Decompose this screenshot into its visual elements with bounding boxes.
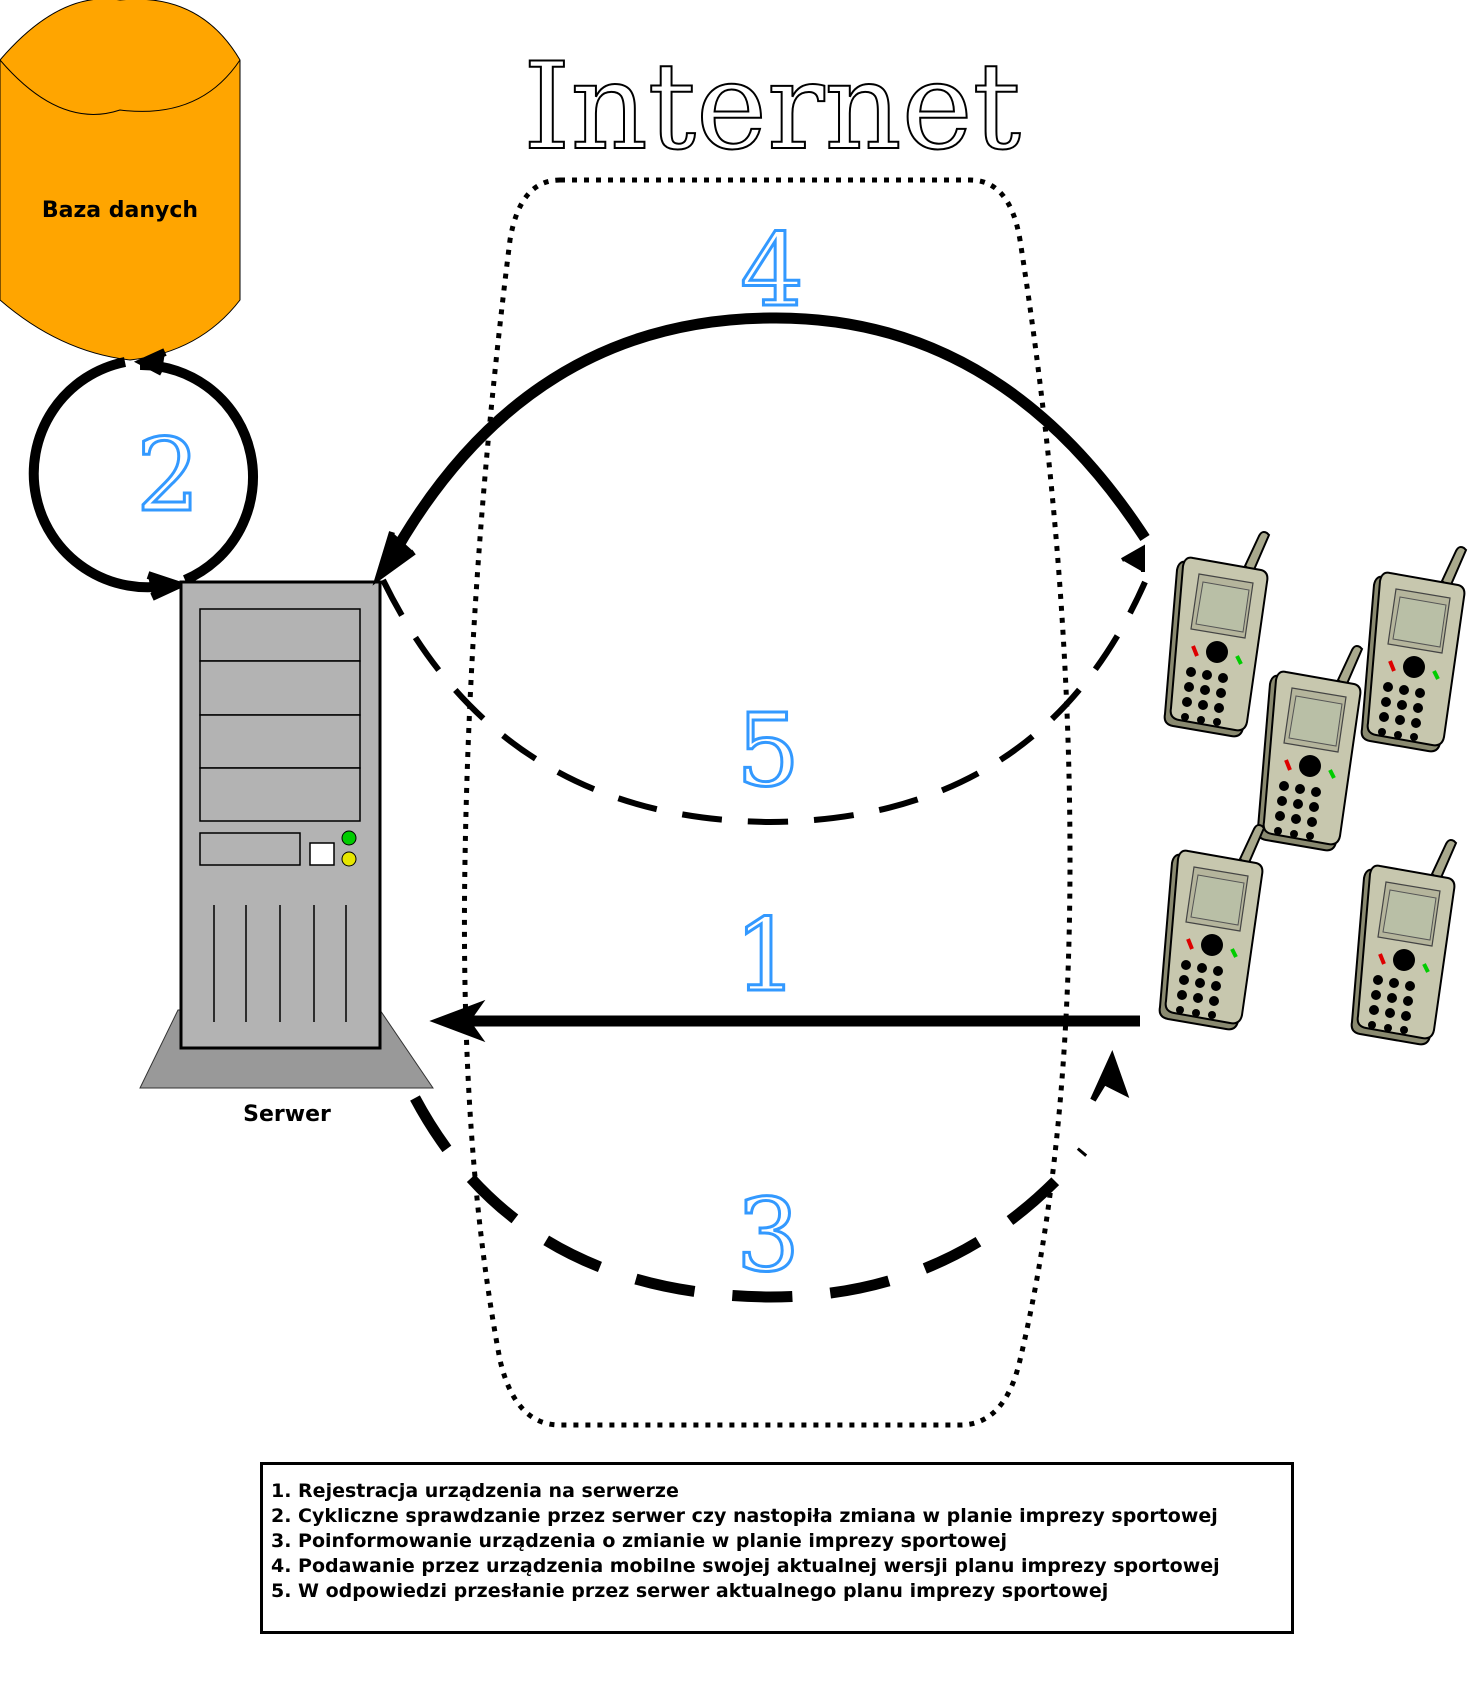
internet-boundary [461, 177, 1073, 1428]
step-number-5: 5 [736, 692, 800, 809]
arrow-5 [380, 578, 1148, 826]
diagram-title: Internet [523, 38, 1021, 177]
legend-item-5: 5. W odpowiedzi przesłanie przez serwer … [271, 1580, 1109, 1602]
arrow-3 [410, 1095, 1088, 1303]
mobile-device-2 [1359, 545, 1468, 754]
step-number-1: 1 [734, 897, 798, 1014]
legend-item-1: 1. Rejestracja urządzenia na serwerze [271, 1480, 679, 1502]
step-number-4: 4 [740, 212, 804, 329]
arrow-2-loop-left [28, 357, 171, 593]
step-number-3: 3 [736, 1177, 800, 1294]
mobile-device-5 [1349, 838, 1458, 1047]
legend-box: 1. Rejestracja urządzenia na serwerze 2.… [260, 1462, 1294, 1634]
mobile-device-3 [1255, 644, 1364, 853]
server-tower-icon [139, 580, 434, 1089]
legend-item-4: 4. Podawanie przez urządzenia mobilne sw… [271, 1555, 1220, 1577]
mobile-device-4 [1157, 823, 1266, 1032]
step-number-2: 2 [136, 417, 200, 534]
mobile-device-1 [1162, 530, 1271, 739]
server-label: Serwer [243, 1102, 331, 1127]
arrow-2-loop-right [139, 359, 259, 585]
database-label: Baza danych [42, 198, 198, 223]
legend-item-3: 3. Poinformowanie urządzenia o zmianie w… [271, 1530, 1008, 1552]
database-cylinder-icon [0, 0, 241, 361]
legend-item-2: 2. Cykliczne sprawdzanie przez serwer cz… [271, 1505, 1218, 1527]
arrow-4 [381, 312, 1150, 571]
